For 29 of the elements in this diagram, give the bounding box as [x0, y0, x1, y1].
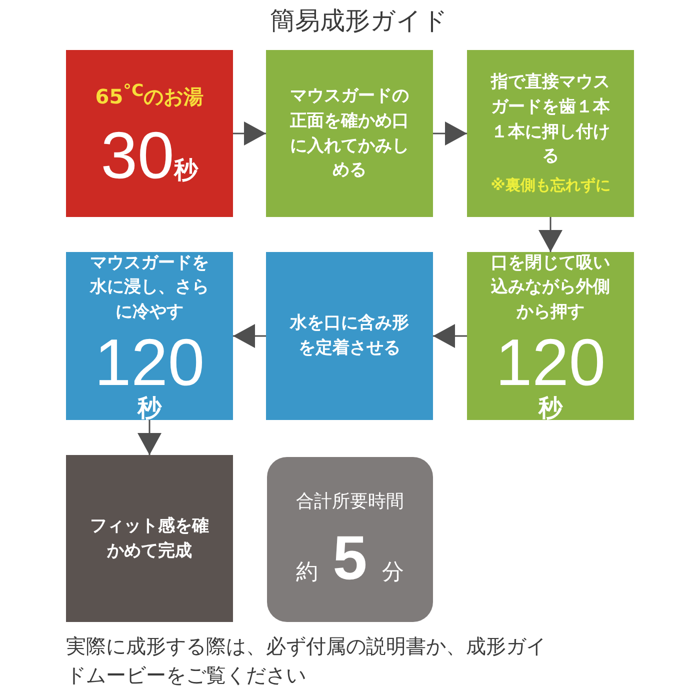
step-text: 水を口に含み形を定着させる	[288, 312, 410, 360]
arrow	[233, 324, 266, 348]
note-text: 実際に成形する際は、必ず付属の説明書か、成形ガイドムービーをご覧ください	[66, 633, 546, 689]
step-text: フィット感を確かめて完成	[89, 514, 210, 562]
heading-text: 合計所要時間	[296, 490, 404, 514]
arrow	[233, 122, 266, 146]
title: 簡易成形ガイド	[270, 5, 448, 37]
step-box	[266, 50, 433, 217]
time-text: 120秒	[494, 328, 607, 422]
step-box	[467, 252, 634, 420]
step-box	[66, 252, 233, 420]
step-box	[66, 50, 233, 217]
total-time-box	[267, 457, 433, 622]
arrow	[433, 324, 467, 348]
step-text: 指で直接マウスガードを歯１本１本に押し付ける	[490, 71, 611, 168]
time-text: 120秒	[93, 328, 206, 422]
step-text: 口を閉じて吸い込みながら外側から押す	[490, 252, 611, 324]
step-text: マウスガードの正面を確かめ口に入れてかみしめる	[289, 85, 410, 182]
temperature-text: 65$^{°C}$のお湯	[95, 80, 204, 111]
time-text: 約 5 分	[296, 528, 404, 590]
step-box	[66, 455, 233, 622]
step-box	[467, 50, 634, 217]
step-text: マウスガードを水に浸し、さらに冷やす	[88, 252, 210, 324]
time-text: 30秒	[100, 122, 198, 188]
note-text: ※裏側も忘れずに	[490, 174, 610, 196]
arrow	[138, 420, 162, 455]
arrow	[538, 217, 562, 252]
step-box	[266, 252, 433, 420]
arrow	[433, 122, 467, 146]
